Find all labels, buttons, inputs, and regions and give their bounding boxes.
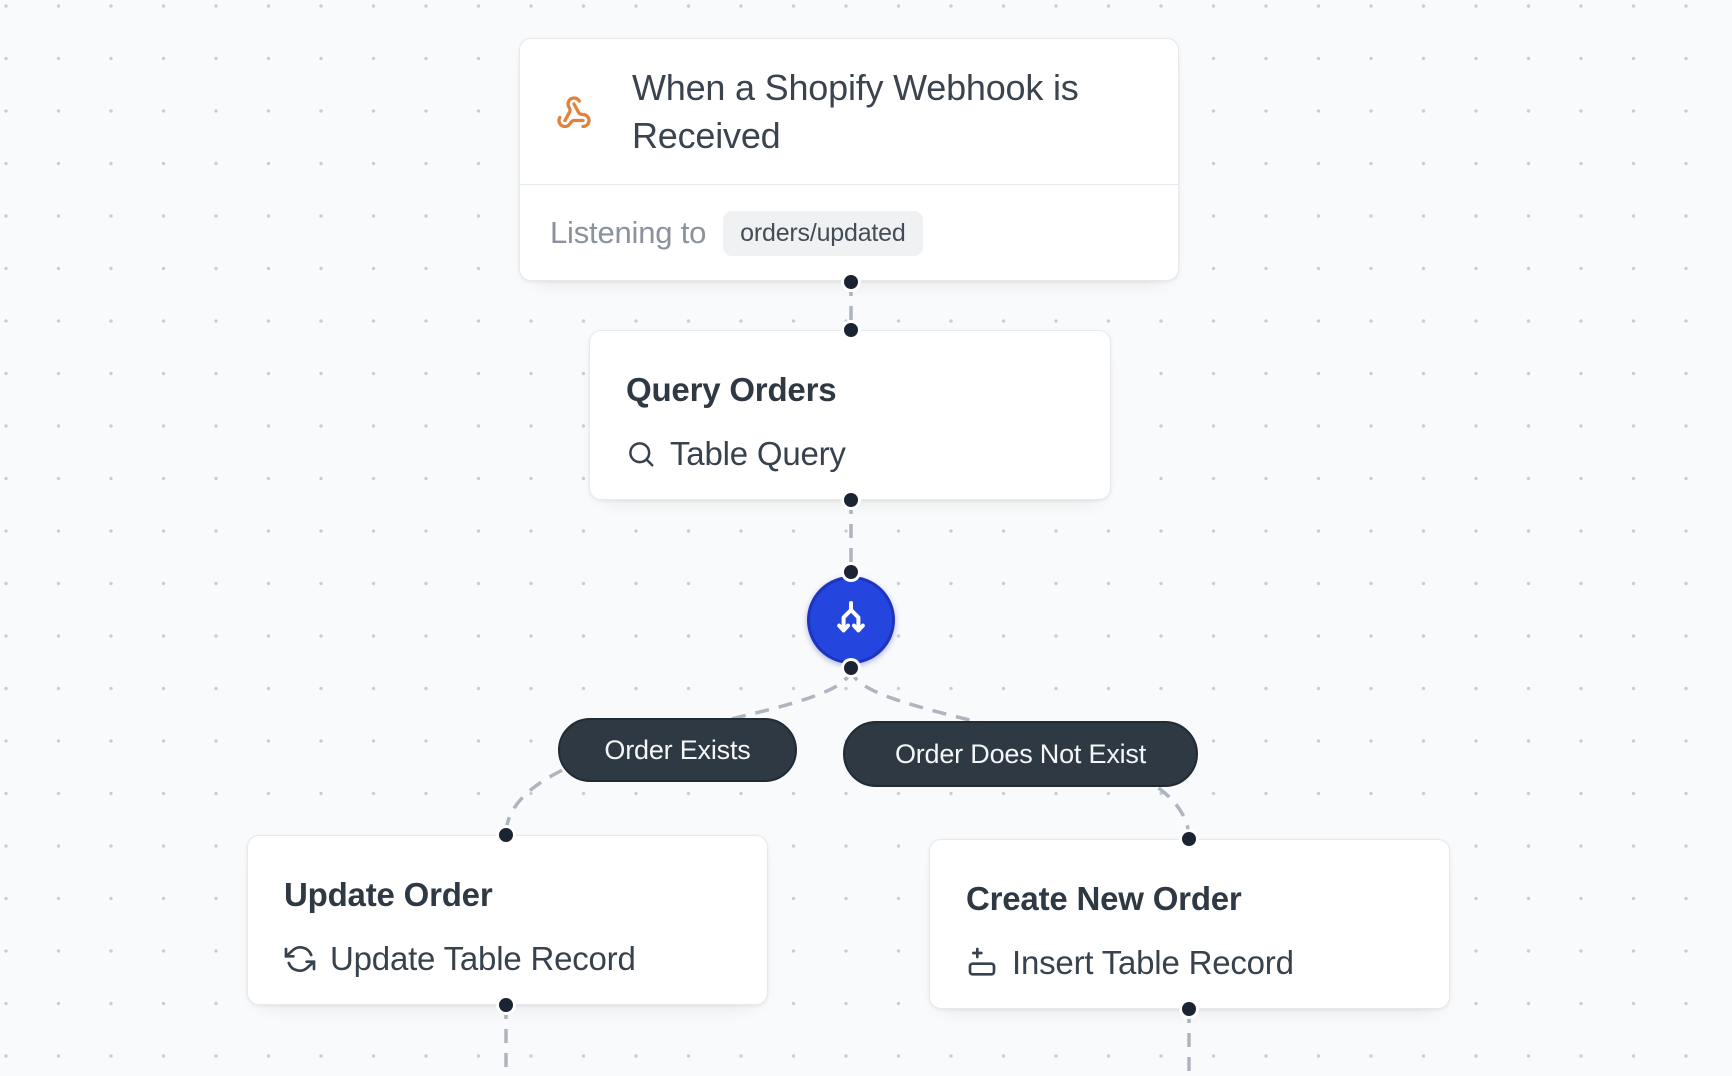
- refresh-icon: [284, 946, 316, 972]
- create-new-order-node[interactable]: Create New Order Insert Table Record: [929, 839, 1450, 1009]
- branch-label-text: Order Exists: [604, 734, 751, 765]
- query-orders-subtitle: Table Query: [670, 435, 846, 472]
- handle-trigger-bottom[interactable]: [844, 275, 858, 289]
- handle-update-top[interactable]: [499, 828, 513, 842]
- handle-branch-bottom[interactable]: [844, 661, 858, 675]
- query-orders-subtitle-row: Table Query: [626, 432, 1074, 476]
- edge-branch-to-create: [849, 667, 1191, 840]
- update-order-title: Update Order: [284, 876, 493, 913]
- branch-label-order-does-not-exist[interactable]: Order Does Not Exist: [843, 721, 1198, 787]
- search-icon: [629, 442, 654, 467]
- create-new-order-title: Create New Order: [966, 880, 1242, 917]
- branch-label-text: Order Does Not Exist: [894, 738, 1147, 769]
- handle-create-top[interactable]: [1182, 832, 1196, 846]
- create-new-order-subtitle-row: Insert Table Record: [966, 941, 1413, 985]
- branch-label-order-exists[interactable]: Order Exists: [558, 718, 797, 782]
- handle-query-top[interactable]: [844, 323, 858, 337]
- update-order-subtitle-row: Update Table Record: [284, 937, 731, 981]
- trigger-node-title: When a Shopify Webhook is Received: [632, 66, 1079, 156]
- handle-query-bottom[interactable]: [844, 493, 858, 507]
- update-order-node[interactable]: Update Order Update Table Record: [247, 835, 768, 1005]
- trigger-node-header: When a Shopify Webhook is Received: [520, 39, 1178, 185]
- branch-split-icon: [837, 601, 865, 633]
- query-orders-node[interactable]: Query Orders Table Query: [589, 330, 1111, 500]
- trigger-node-footer: Listening to orders/updated: [520, 185, 1178, 281]
- handle-branch-top[interactable]: [844, 565, 858, 579]
- query-orders-title: Query Orders: [626, 371, 837, 408]
- create-new-order-subtitle: Insert Table Record: [1012, 944, 1294, 981]
- webhook-icon: [557, 95, 591, 128]
- listening-to-label: Listening to: [550, 215, 707, 250]
- insert-record-icon: [968, 947, 996, 976]
- handle-update-bottom[interactable]: [499, 998, 513, 1012]
- trigger-node-shopify-webhook[interactable]: When a Shopify Webhook is Received Liste…: [519, 38, 1179, 281]
- webhook-topic-badge: orders/updated: [723, 210, 923, 256]
- branch-condition-node[interactable]: [807, 576, 895, 664]
- edge-branch-to-update: [504, 667, 853, 836]
- handle-create-bottom[interactable]: [1182, 1002, 1196, 1016]
- update-order-subtitle: Update Table Record: [330, 940, 636, 977]
